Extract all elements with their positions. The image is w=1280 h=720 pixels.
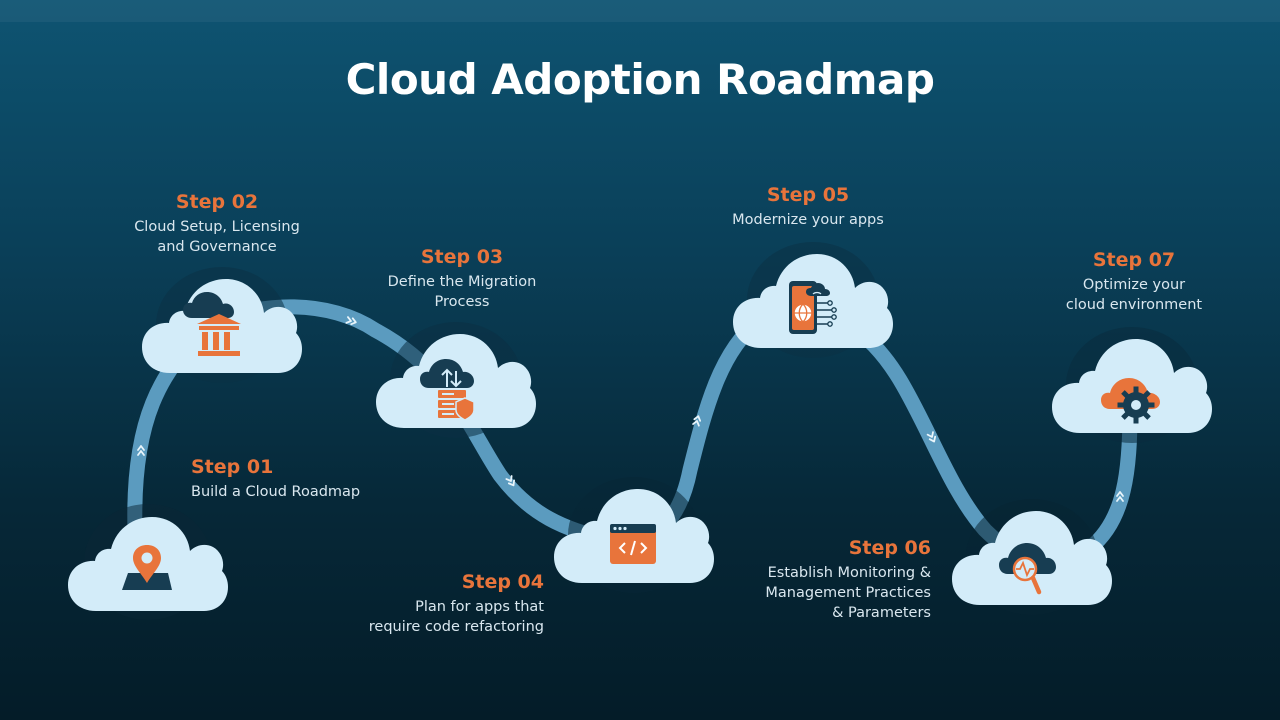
cloud-gear-icon — [1101, 378, 1160, 424]
step-06: Step 06 Establish Monitoring & Managemen… — [700, 536, 931, 623]
step-03: Step 03 Define the Migration Process — [362, 245, 562, 312]
step-01-desc: Build a Cloud Roadmap — [191, 484, 361, 500]
step-03-label: Step 03 — [420, 246, 504, 268]
step-06-label: Step 06 — [848, 537, 931, 559]
page-title: Cloud Adoption Roadmap — [345, 55, 935, 104]
top-band — [0, 0, 1280, 22]
mobile-app-icon — [789, 281, 837, 334]
step-01-label: Step 01 — [191, 456, 274, 478]
migration-cloud-icon — [420, 359, 475, 421]
step-05-label: Step 05 — [766, 184, 850, 206]
step-04-desc: Plan for apps that require code refactor… — [368, 599, 544, 635]
step-03-desc: Define the Migration Process — [387, 274, 537, 310]
step-07-label: Step 07 — [1092, 249, 1176, 271]
step-05: Step 05 Modernize your apps — [698, 183, 918, 230]
step-07: Step 07 Optimize your cloud environment — [1024, 248, 1244, 315]
step-02-desc: Cloud Setup, Licensing and Governance — [134, 219, 300, 255]
step-04-label: Step 04 — [461, 571, 544, 593]
step-06-desc: Establish Monitoring & Management Practi… — [765, 565, 931, 621]
step-02-label: Step 02 — [175, 191, 259, 213]
step-07-desc: Optimize your cloud environment — [1065, 277, 1203, 313]
code-window-icon — [610, 524, 656, 564]
bank-cloud-icon — [183, 292, 241, 356]
map-pin-icon — [122, 545, 172, 590]
cloud-step-02 — [142, 267, 302, 383]
step-02: Step 02 Cloud Setup, Licensing and Gover… — [117, 190, 317, 257]
step-01: Step 01 Build a Cloud Roadmap — [191, 455, 391, 502]
monitoring-cloud-icon — [999, 543, 1056, 595]
step-05-desc: Modernize your apps — [732, 212, 884, 228]
step-04: Step 04 Plan for apps that require code … — [324, 570, 544, 637]
